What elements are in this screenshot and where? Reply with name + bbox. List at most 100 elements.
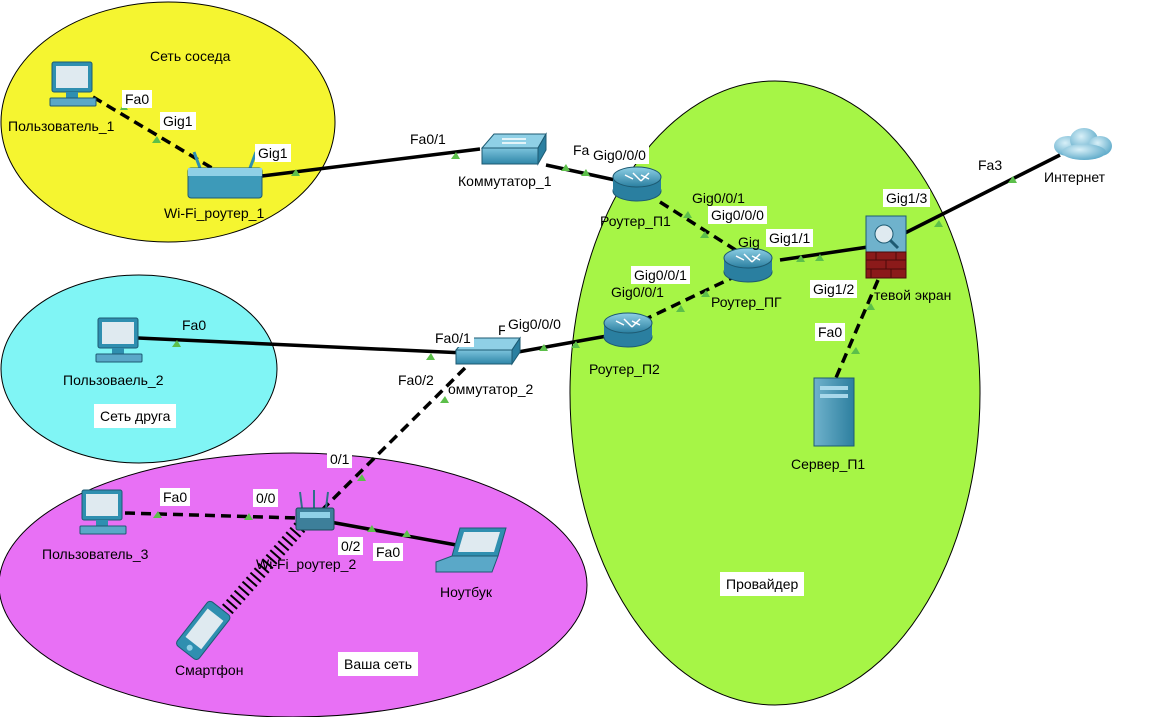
marker [571,341,580,348]
port-label: 0/0 [253,489,279,507]
marker [701,290,710,297]
device-label-wifi2: Wi-Fi_роутер_2 [256,556,357,572]
port-label: Gig1/1 [766,229,814,247]
port-label: Fa0 [373,543,404,561]
marker [244,513,253,520]
link-wifi1-switch1 [261,147,481,178]
zone-neighbor-label: Сеть соседа [150,48,231,64]
marker [851,347,860,354]
port-label: Gig0/0/1 [611,284,664,300]
port-label: Gig0/0/0 [708,206,767,224]
laptop-icon[interactable] [435,527,507,573]
router-icon[interactable] [603,312,653,348]
link-user3-wifi2 [124,511,299,520]
zone-friend-label: Сеть друга [94,404,177,428]
marker [402,530,411,537]
marker [426,353,435,360]
zone-yours [0,452,588,717]
wireless-router-icon[interactable] [295,490,335,531]
device-label-phone: Смартфон [175,662,244,678]
link-user2-switch2 [137,336,466,355]
port-label: F [498,322,507,338]
marker [539,344,548,351]
link-user1-wifi1 [92,95,213,170]
zone-friend [0,274,278,464]
link-switch2-routerp2 [517,334,608,354]
device-label-user1: Пользователь_1 [8,118,115,134]
router-icon[interactable] [723,247,773,283]
marker [676,305,685,312]
marker [291,169,300,176]
port-label: Fa0 [160,488,191,506]
port-label: Fa0 [122,90,153,108]
zone-provider-label: Провайдер [720,572,805,596]
port-label: Gig1 [160,112,196,130]
link-markers [120,103,1017,537]
port-label: Fa0/2 [398,372,434,388]
device-label-user3: Пользователь_3 [42,546,149,562]
port-label: Fa3 [978,157,1003,173]
device-label-user2: Пользоваель_2 [63,372,164,388]
device-label-router-p1: Роутер_П1 [600,213,671,229]
link-wifi2-laptop [329,520,463,548]
marker [152,136,161,143]
zone-yours-label: Ваша сеть [338,652,419,676]
pc-icon[interactable] [49,61,97,107]
port-label: Gig0/0/0 [590,146,649,164]
server-icon[interactable] [813,377,855,447]
device-label-server: Сервер_П1 [791,456,866,472]
device-label-laptop: Ноутбук [440,584,492,600]
port-label: Gig [738,234,760,250]
cloud-icon[interactable] [1054,128,1112,160]
marker [561,164,570,171]
firewall-icon[interactable] [865,215,907,279]
marker [367,525,376,532]
link-routerpg-firewall [779,245,869,262]
link-switch2-wifi2 [318,366,467,514]
device-label-router-pg: Роутер_ПГ [711,294,782,310]
port-label: Gig1/2 [810,280,858,298]
port-label: Fa0 [815,323,846,341]
link-routerpg-routerp2 [647,273,739,320]
port-label: Gig0/0/0 [505,315,564,333]
port-label: Gig1 [255,144,291,162]
marker [172,340,181,347]
link-switch1-routerp1 [545,163,616,182]
port-label: 0/1 [327,450,353,468]
pc-icon[interactable] [79,489,127,535]
port-label: Gig1/3 [883,189,931,207]
link-firewall-internet [904,153,1061,235]
marker [357,474,366,481]
port-label: 0/2 [338,537,364,555]
switch-icon[interactable] [480,132,547,166]
port-label: Gig0/0/1 [631,266,690,284]
device-label-internet: Интернет [1044,169,1106,185]
marker [700,231,709,238]
port-label: Fa0/1 [410,131,446,147]
device-label-firewall: тевой экран [874,287,952,303]
marker [815,254,824,261]
marker [796,255,805,262]
marker [683,211,692,218]
smartphone-icon[interactable] [175,600,232,661]
port-label: Gig0/0/1 [692,190,745,206]
link-wifi2-phone-wireless [212,522,306,625]
marker [934,220,943,227]
device-label-router-p2: Роутер_П2 [589,361,660,377]
device-label-switch1: Коммутатор_1 [458,173,552,189]
marker [581,169,590,176]
marker [1008,176,1017,183]
port-label: Fa [573,142,590,158]
port-label: Fa0 [182,317,207,333]
link-routerp1-routerpg [659,200,746,258]
router-icon[interactable] [612,166,662,202]
device-label-switch2: оммутатор_2 [448,381,534,397]
marker [866,303,875,310]
marker [153,511,162,518]
wireless-router-icon[interactable] [187,151,263,199]
link-firewall-server [833,279,880,381]
marker [440,396,449,403]
pc-icon[interactable] [95,317,143,363]
device-label-wifi1: Wi-Fi_роутер_1 [164,205,265,221]
port-label: Fa0/1 [432,329,474,347]
